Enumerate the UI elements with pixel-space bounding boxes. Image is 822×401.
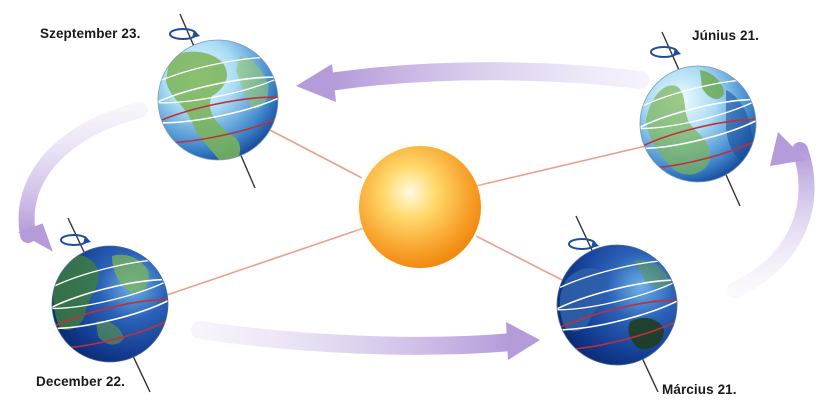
- rotation-arrow-icon: [651, 47, 681, 57]
- earth-march: [536, 216, 699, 392]
- label-september: Szeptember 23.: [40, 26, 140, 41]
- earth-september: [136, 14, 299, 188]
- earth-december: [30, 218, 189, 392]
- orbit-arrow-top: [296, 64, 640, 102]
- rotation-arrow-icon: [569, 239, 599, 249]
- label-june: Június 21.: [692, 28, 759, 43]
- orbit-arrow-left: [18, 110, 140, 261]
- earth-june: [618, 32, 777, 206]
- label-march: Március 21.: [662, 382, 737, 397]
- sun: [348, 135, 492, 279]
- orbit-arrow-bottom: [200, 322, 540, 360]
- label-december: December 22.: [36, 374, 125, 389]
- rotation-arrow-icon: [170, 29, 200, 39]
